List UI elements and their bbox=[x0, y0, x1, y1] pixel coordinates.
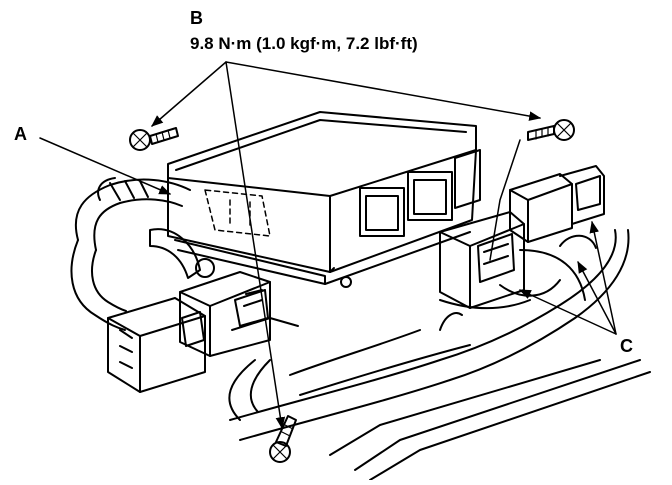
bolt-hole bbox=[341, 277, 351, 287]
left-connectors bbox=[108, 229, 298, 392]
bolt-bottom bbox=[270, 416, 296, 462]
leader-c-2 bbox=[578, 260, 616, 334]
leader-b-bottom bbox=[226, 62, 286, 430]
bolt-upper-right bbox=[528, 120, 574, 140]
leader-b-left bbox=[151, 62, 226, 127]
label-b: B bbox=[190, 8, 203, 28]
label-c: C bbox=[620, 336, 633, 356]
right-connectors bbox=[440, 166, 604, 308]
leader-c-1 bbox=[518, 290, 616, 334]
leader-b-right bbox=[226, 62, 542, 121]
leader-lines bbox=[40, 62, 616, 430]
torque-spec: 9.8 N·m (1.0 kgf·m, 7.2 lbf·ft) bbox=[190, 34, 418, 53]
leader-c-3 bbox=[589, 220, 616, 334]
leader-a bbox=[40, 138, 172, 194]
label-a: A bbox=[14, 124, 27, 144]
wire-harness bbox=[71, 178, 650, 480]
control-unit-box bbox=[168, 112, 480, 284]
bolt-upper-left bbox=[130, 128, 178, 150]
